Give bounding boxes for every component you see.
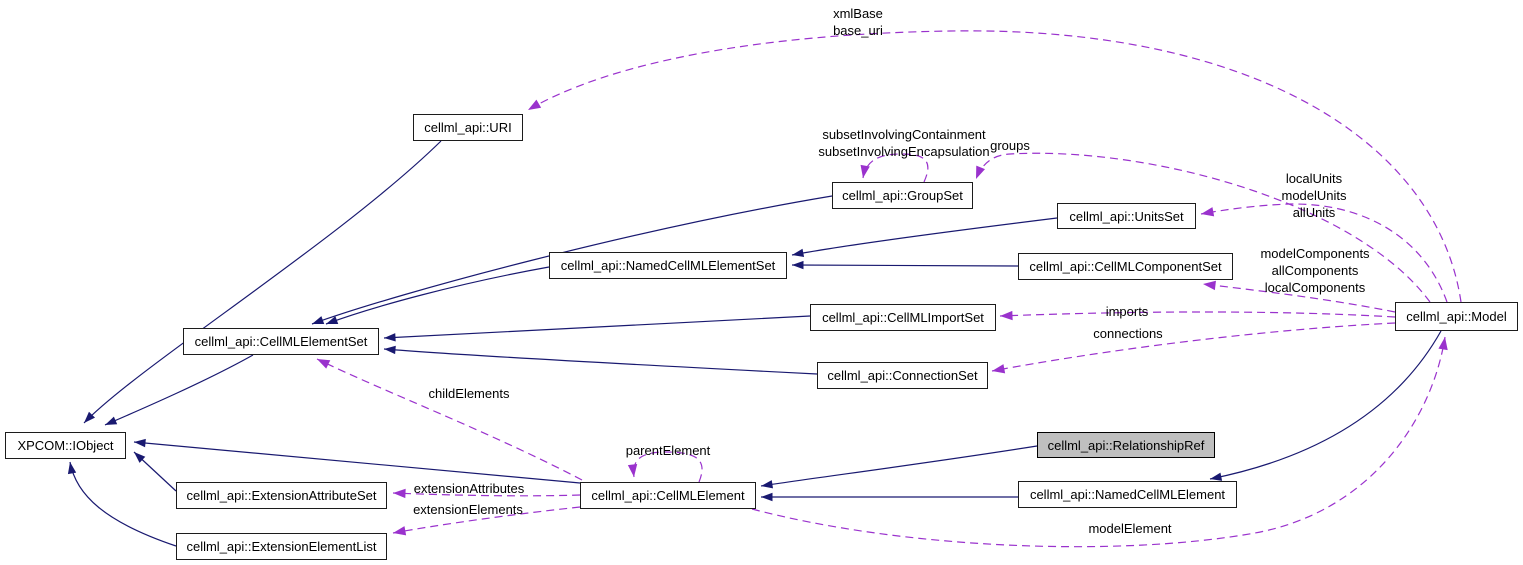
- edge-model-to-unitsset-units: [1200, 203, 1448, 303]
- edge-namedset-to-elementset: [325, 266, 550, 325]
- edge-element-to-extattrset: [392, 488, 581, 499]
- class-node-groupset[interactable]: cellml_api::GroupSet: [832, 182, 973, 209]
- class-node-cellmlelementset[interactable]: cellml_api::CellMLElementSet: [183, 328, 379, 355]
- class-node-namedcellmlelementset[interactable]: cellml_api::NamedCellMLElementSet: [549, 252, 787, 279]
- class-node-namedcellmlelement[interactable]: cellml_api::NamedCellMLElement: [1018, 481, 1237, 508]
- edge-label-parentelement: parentElement: [625, 443, 711, 458]
- edge-element-to-extelemlist: [392, 506, 581, 536]
- edge-label-connections: connections: [1093, 326, 1163, 341]
- edge-uri-to-iobject: [83, 140, 442, 424]
- edge-element-to-iobject: [133, 438, 581, 484]
- class-node-xpcom-iobject[interactable]: XPCOM::IObject: [5, 432, 126, 459]
- class-node-extensionattributeset[interactable]: cellml_api::ExtensionAttributeSet: [176, 482, 387, 509]
- edge-label-extensionelements: extensionElements: [413, 502, 523, 517]
- edge-element-to-elementset-childelements: [316, 358, 583, 481]
- edge-importset-to-elementset: [383, 315, 811, 342]
- class-node-cellmlcomponentset[interactable]: cellml_api::CellMLComponentSet: [1018, 253, 1233, 280]
- edge-model-to-connectionset-connections: [991, 322, 1396, 374]
- edge-extattrset-to-iobject: [133, 451, 177, 492]
- class-node-cellmlelement[interactable]: cellml_api::CellMLElement: [580, 482, 756, 509]
- edge-model-to-uri-xmlbase: [527, 30, 1462, 303]
- edge-elementset-to-iobject: [104, 354, 254, 426]
- edge-extelemlist-to-iobject: [67, 461, 177, 547]
- edge-label-xmlbase: xmlBase base_uri: [833, 6, 883, 38]
- class-node-connectionset[interactable]: cellml_api::ConnectionSet: [817, 362, 988, 389]
- class-node-extensionelementlist[interactable]: cellml_api::ExtensionElementList: [176, 533, 387, 560]
- edge-relref-to-element: [760, 445, 1038, 489]
- edge-groupset-self-subset: [860, 153, 929, 183]
- class-node-uri[interactable]: cellml_api::URI: [413, 114, 523, 141]
- edge-label-extensionattributes: extensionAttributes: [413, 481, 525, 496]
- edge-label-localunits: localUnits modelUnits allUnits: [1281, 171, 1347, 220]
- edge-model-to-componentset-components: [1202, 280, 1396, 313]
- edge-label-subsetinvolving: subsetInvolvingContainment subsetInvolvi…: [818, 127, 990, 159]
- class-node-model[interactable]: cellml_api::Model: [1395, 302, 1518, 331]
- edge-label-modelelement: modelElement: [1088, 521, 1172, 536]
- edge-model-to-groupset-groups: [975, 152, 1431, 303]
- edge-componentset-to-namedset: [791, 260, 1019, 270]
- edge-label-imports: imports: [1105, 304, 1149, 319]
- edge-connectionset-to-elementset: [383, 345, 818, 375]
- edge-label-modelcomponents: modelComponents allComponents localCompo…: [1260, 246, 1370, 295]
- class-node-cellmlimportset[interactable]: cellml_api::CellMLImportSet: [810, 304, 996, 331]
- edge-label-groups: groups: [990, 138, 1030, 153]
- edge-element-self-parentelement: [627, 451, 703, 483]
- edge-label-childelements: childElements: [428, 386, 510, 401]
- class-node-unitsset[interactable]: cellml_api::UnitsSet: [1057, 203, 1196, 229]
- edge-model-to-importset-imports: [999, 310, 1396, 321]
- edge-groupset-to-elementset: [311, 195, 833, 325]
- class-node-relationshipref-current: cellml_api::RelationshipRef: [1037, 432, 1215, 458]
- edge-unitsset-to-namedset: [791, 217, 1058, 257]
- edge-model-to-namedelem: [1209, 330, 1442, 481]
